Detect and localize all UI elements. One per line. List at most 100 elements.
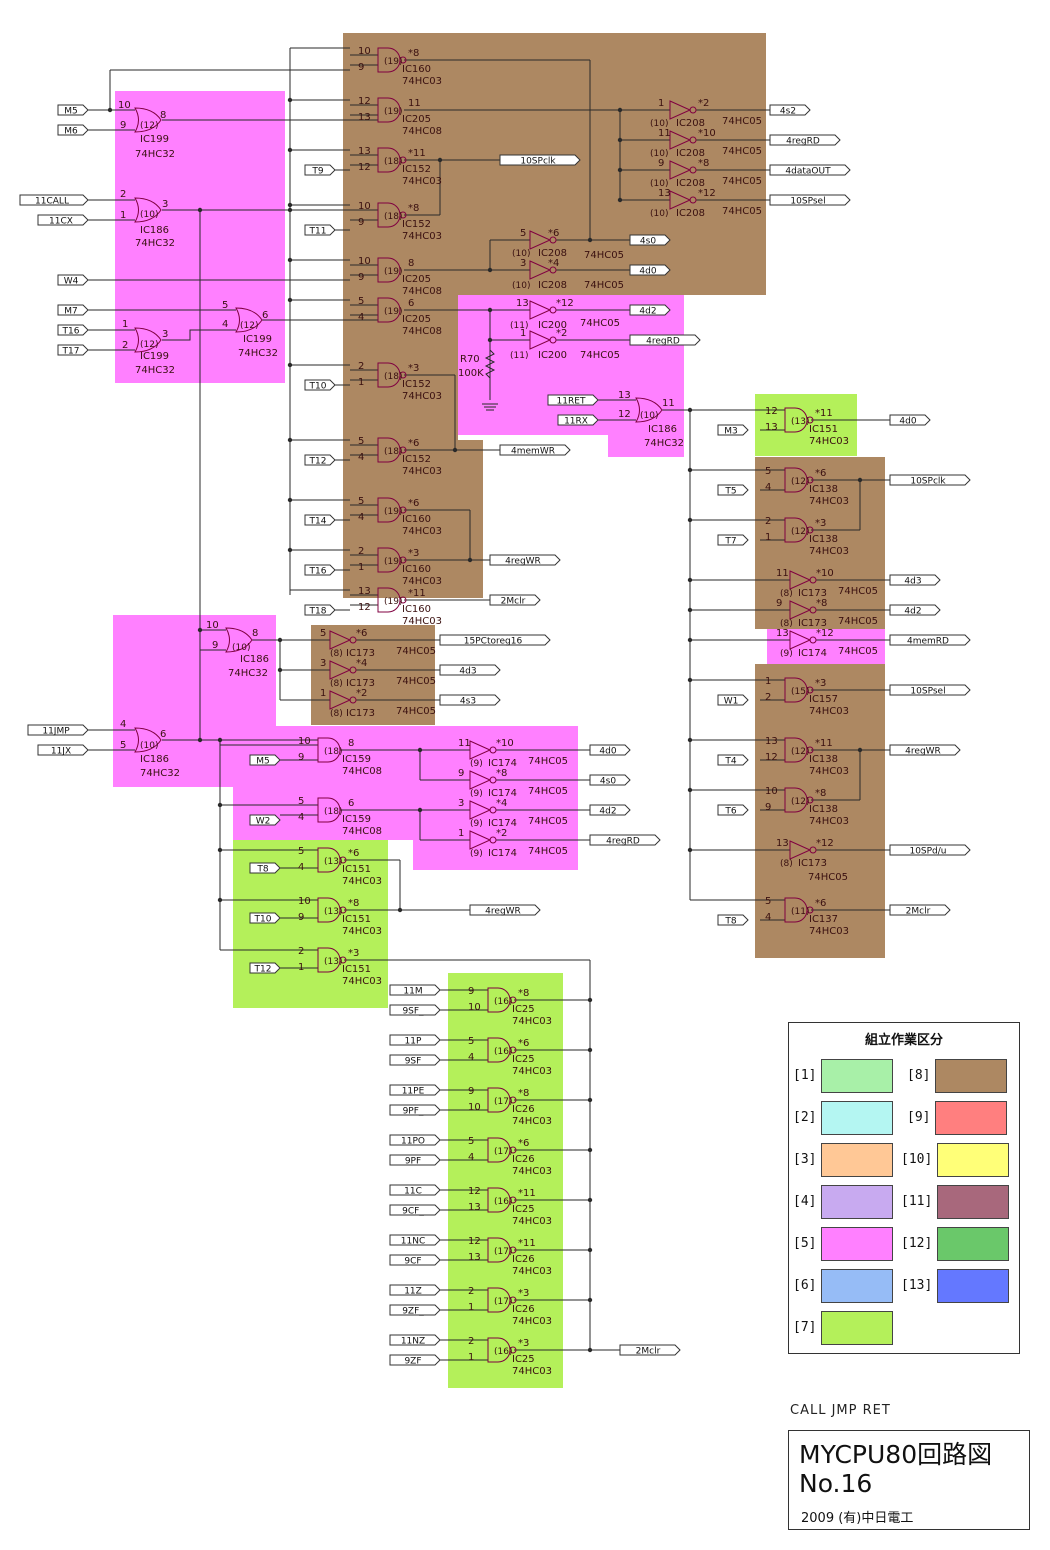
pin-label: 74HC03 [512,1116,552,1127]
input-tag [389,1034,441,1046]
output-tag-label: 4d3 [904,577,921,587]
pin-label: 1 [658,98,664,109]
pin-label: IC152 [402,164,431,175]
output-tag-label: 4regRD [786,137,820,147]
pin-label: *11 [815,738,833,749]
pin-label: IC200 [538,350,567,361]
legend-label: [1] [793,1068,817,1083]
inverter-bubble [489,776,497,784]
inverter-bubble [689,136,697,144]
input-tag-label: T14 [309,517,327,527]
assembly-region [755,457,885,629]
pin-labels: 1098(12)IC19974HC32213(10)IC18674HC32123… [118,46,878,1377]
inverter-bubble [509,1196,517,1204]
pin-label: 3 [162,199,168,210]
pin-label: (19) [384,57,402,67]
input-tag [389,1104,441,1116]
input-tag [389,1134,441,1146]
input-tag-label: M3 [724,427,738,437]
legend-item-9: [9] [907,1101,1017,1135]
input-tag [249,912,281,924]
or-gate-body [635,397,663,423]
pin-label: (19) [384,267,402,277]
input-tag [547,394,599,406]
pin-label: 9 [776,598,782,609]
pin-label: IC173 [346,648,375,659]
pin-label: IC208 [676,208,705,219]
junction-dot [437,157,443,163]
legend-item-3: [3] [793,1143,903,1177]
pin-label: IC152 [402,219,431,230]
pin-label: (8) [780,859,793,869]
input-tag-label: 11JMP [42,727,70,737]
pin-label: 3 [458,798,464,809]
pin-label: 74HC03 [402,466,442,477]
inverter-bubble [806,416,814,424]
pin-label: 9 [468,986,474,997]
pin-label: *6 [548,228,559,239]
pin-label: 4 [468,1052,474,1063]
pin-label: *8 [518,1088,529,1099]
pin-label: (19) [384,107,402,117]
input-tag [37,214,89,226]
pin-label: IC199 [140,351,169,362]
pin-label: 3 [162,329,168,340]
pin-label: 74HC32 [135,365,175,376]
inverter-bubble [349,666,357,674]
pin-label: *3 [408,363,419,374]
pin-label: (9) [470,789,483,799]
pin-label: 2 [120,189,126,200]
inverter-bubble [806,476,814,484]
input-tag [249,754,281,766]
pin-label: IC174 [488,848,517,859]
inverter-bubble [689,196,697,204]
pin-label: 74HC03 [809,926,849,937]
pin-label: 74HC32 [140,768,180,779]
pin-label: (18) [384,372,402,382]
pin-label: (18) [324,807,342,817]
pin-label: IC173 [798,858,827,869]
pin-label: 2 [468,1286,474,1297]
inverter-body [329,660,352,680]
pin-label: IC173 [346,678,375,689]
pin-label: 11 [458,738,471,749]
junction-dot [587,1097,593,1103]
legend-label: [10] [901,1152,933,1167]
junction-dot [287,362,293,368]
output-tag-label: 10SPclk [520,157,556,167]
output-tag [889,904,951,916]
pin-label: *2 [698,98,709,109]
input-tag-label: 11PE [402,1087,425,1097]
pin-label: *8 [518,988,529,999]
pin-label: 1 [468,1302,474,1313]
input-tag-label: M5 [256,757,270,767]
junction-dot [217,847,223,853]
input-tag-label: W2 [256,817,271,827]
junction-dot [487,267,493,273]
inverter-bubble [399,371,407,379]
pin-label: (9) [470,819,483,829]
inverter-bubble [549,336,557,344]
pin-label: IC199 [140,134,169,145]
inverter-body [669,100,692,120]
pin-label: 9 [358,272,364,283]
or-gate-body [134,107,162,133]
junction-dot [857,477,863,483]
input-tag-label: 11P [405,1037,422,1047]
input-tag [717,424,749,436]
pin-label: IC160 [402,514,431,525]
input-tag-label: 11M [403,987,422,997]
input-tag-label: 11NZ [401,1337,425,1347]
junction-dot [587,1297,593,1303]
assembly-region [458,295,684,435]
output-tag [889,684,971,696]
pin-label: (17) [494,1147,512,1157]
pin-label: (16) [494,1047,512,1057]
pin-label: 1 [358,562,364,573]
input-tag [389,1084,441,1096]
pin-label: 5 [765,466,771,477]
junction-dot [287,147,293,153]
pin-label: 74HC08 [342,826,382,837]
pin-label: 74HC03 [512,1316,552,1327]
